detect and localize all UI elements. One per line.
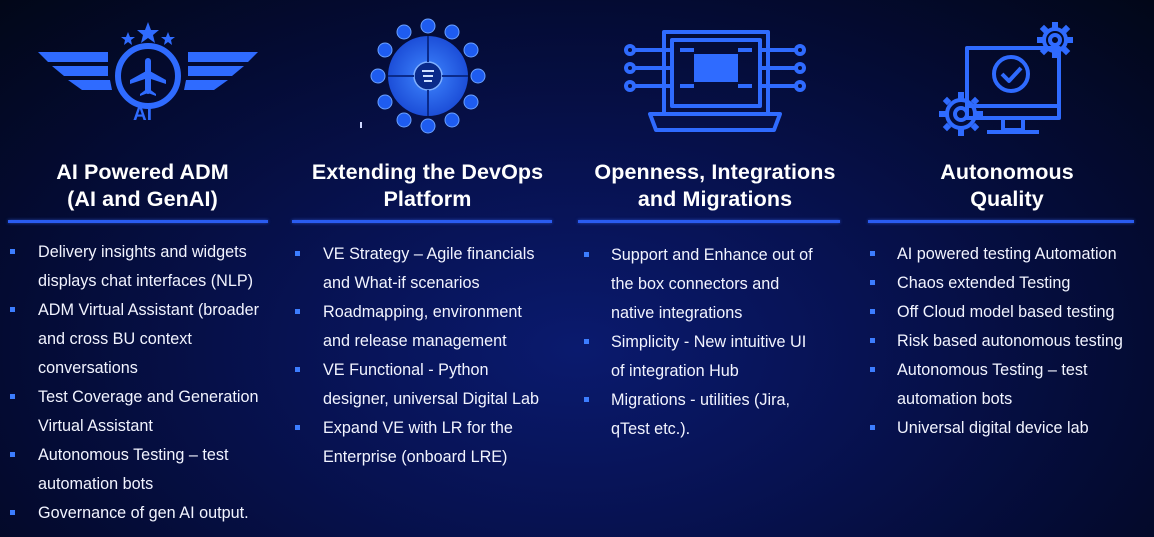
heading-line: Autonomous bbox=[940, 160, 1074, 184]
heading-line: Quality bbox=[970, 186, 1044, 211]
list-item: Governance of gen AI output. bbox=[0, 499, 285, 528]
heading-divider bbox=[292, 220, 552, 223]
list-item: Delivery insights and widgets displays c… bbox=[0, 238, 285, 296]
list-item: Chaos extended Testing bbox=[860, 269, 1154, 298]
bullet-list: Delivery insights and widgets displays c… bbox=[0, 238, 285, 528]
list-item: ADM Virtual Assistant (broader and cross… bbox=[0, 296, 285, 383]
column-heading: AI Powered ADM (AI and GenAI) bbox=[0, 159, 285, 212]
heading-divider bbox=[8, 220, 268, 223]
list-item: Migrations - utilities (Jira, qTest etc.… bbox=[570, 386, 860, 444]
heading-divider bbox=[868, 220, 1134, 223]
heading-line: (AI and GenAI) bbox=[67, 186, 218, 211]
list-item: VE Functional - Python designer, univers… bbox=[285, 356, 570, 414]
heading-line: Platform bbox=[383, 186, 472, 211]
list-item: Autonomous Testing – test automation bot… bbox=[0, 441, 285, 499]
devops-platform-wheel-icon bbox=[285, 14, 570, 134]
bullet-list: VE Strategy – Agile financials and What-… bbox=[285, 240, 570, 472]
list-item: Support and Enhance out of the box conne… bbox=[570, 241, 860, 328]
column-heading: Openness, Integrations and Migrations bbox=[570, 159, 860, 212]
heading-line: Extending the DevOps bbox=[311, 160, 544, 184]
bullet-list: Support and Enhance out of the box conne… bbox=[570, 241, 860, 444]
list-item: AI powered testing Automation bbox=[860, 240, 1154, 269]
column-openness-integrations: Openness, Integrations and Migrations Su… bbox=[570, 0, 860, 537]
list-item: Risk based autonomous testing bbox=[860, 327, 1154, 356]
column-ai-powered-adm: AI AI Powered ADM (AI and GenAI) Deliver… bbox=[0, 0, 285, 537]
list-item: Simplicity - New intuitive UI of integra… bbox=[570, 328, 860, 386]
list-item: Autonomous Testing – test automation bot… bbox=[860, 356, 1154, 414]
heading-line: Openness, Integrations bbox=[594, 160, 836, 184]
list-item: Test Coverage and Generation Virtual Ass… bbox=[0, 383, 285, 441]
ai-icon-label: AI bbox=[133, 104, 152, 125]
heading-line: and Migrations bbox=[637, 186, 793, 211]
list-item: VE Strategy – Agile financials and What-… bbox=[285, 240, 570, 298]
heading-divider bbox=[578, 220, 840, 223]
monitor-gears-checkmark-icon bbox=[860, 14, 1154, 136]
list-item: Universal digital device lab bbox=[860, 414, 1154, 443]
laptop-circuit-icon bbox=[570, 14, 860, 134]
column-heading: Extending the DevOps Platform bbox=[285, 159, 570, 212]
list-item: Roadmapping, environment and release man… bbox=[285, 298, 570, 356]
bullet-list: AI powered testing Automation Chaos exte… bbox=[860, 240, 1154, 443]
heading-line: AI Powered ADM bbox=[56, 160, 229, 184]
list-item: Expand VE with LR for the Enterprise (on… bbox=[285, 414, 570, 472]
winged-airplane-ai-icon bbox=[0, 14, 285, 134]
column-heading: Autonomous Quality bbox=[860, 159, 1154, 212]
column-extending-devops: Extending the DevOps Platform VE Strateg… bbox=[285, 0, 570, 537]
column-autonomous-quality: Autonomous Quality AI powered testing Au… bbox=[860, 0, 1154, 537]
list-item: Off Cloud model based testing bbox=[860, 298, 1154, 327]
